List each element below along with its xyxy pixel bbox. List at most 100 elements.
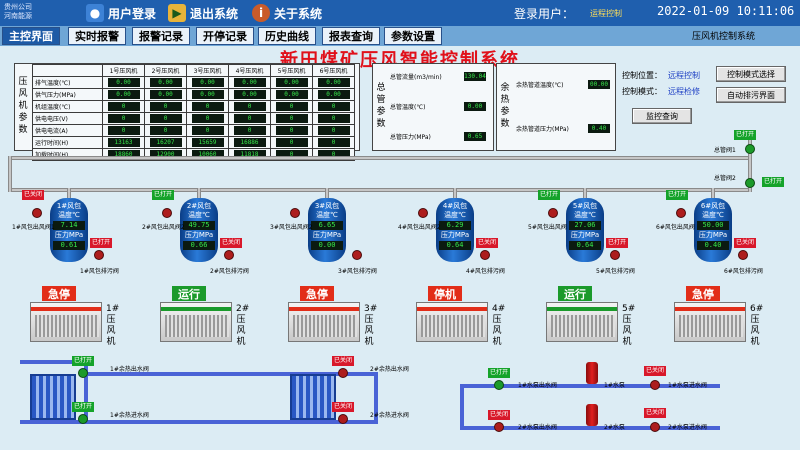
compressor-name: 1#压风机 xyxy=(106,304,120,347)
main-valve-1[interactable] xyxy=(745,144,755,154)
pump-in-valve[interactable] xyxy=(650,422,660,432)
params-value: 0 xyxy=(191,126,224,135)
control-mode-select-button[interactable]: 控制模式选择 xyxy=(716,66,786,82)
compressor-name: 4#压风机 xyxy=(492,304,506,347)
tab-main-control[interactable]: 主控界面 xyxy=(2,27,60,45)
params-row-label: 供电电流(A) xyxy=(32,124,103,137)
params-cell: 0 xyxy=(102,100,145,113)
params-cell: 0 xyxy=(312,124,355,137)
params-value: 0 xyxy=(317,138,350,147)
user-login-button[interactable]: ● 用户登录 xyxy=(86,3,156,23)
main-pipe-value: 0.65 xyxy=(464,132,486,141)
params-cell: 0 xyxy=(270,112,313,125)
tank-drain-valve[interactable] xyxy=(480,250,490,260)
params-cell: 0 xyxy=(312,100,355,113)
compressor-status-badge: 急停 xyxy=(686,286,720,301)
heat-out-valve-label: 1#余热出水阀 xyxy=(110,366,149,373)
compressor-grill xyxy=(165,315,229,337)
params-value: 0.00 xyxy=(275,78,308,87)
water-pipe-1-riser xyxy=(84,360,88,424)
water-pump[interactable] xyxy=(586,404,598,426)
params-row-label: 排气温度(℃) xyxy=(32,76,103,89)
pump-label: 2#水泵 xyxy=(604,424,625,431)
tank-outlet-valve-label: 2#风包出风阀2 xyxy=(142,224,185,231)
pump-in-valve[interactable] xyxy=(650,380,660,390)
heat-exchanger xyxy=(30,374,76,420)
params-value: 0 xyxy=(275,150,308,159)
heat-in-valve[interactable] xyxy=(338,414,348,424)
main-valve-2[interactable] xyxy=(745,178,755,188)
compressor-unit[interactable] xyxy=(416,302,488,342)
compressor-status-stripe xyxy=(289,307,359,311)
tank-outlet-valve-label: 6#风包出风阀 xyxy=(656,224,695,231)
params-value: 0 xyxy=(191,102,224,111)
main-pipe-label: 总管压力(MPa) xyxy=(390,134,431,141)
datetime: 2022-01-09 10:11:06 xyxy=(657,4,795,18)
tank-drain-valve[interactable] xyxy=(738,250,748,260)
params-cell: 0.00 xyxy=(228,88,271,101)
compressor-unit[interactable] xyxy=(674,302,746,342)
tank-press-value: 0.00 xyxy=(311,241,343,250)
compressor-grill xyxy=(679,315,743,337)
tank-drain-valve[interactable] xyxy=(94,250,104,260)
tank-drain-valve[interactable] xyxy=(352,250,362,260)
tank-drain-valve-label: 1#风包排污阀 xyxy=(80,268,119,275)
tab-history-curve[interactable]: 历史曲线 xyxy=(258,27,316,45)
tank-temp-value: 6.29 xyxy=(439,221,471,230)
compressor-unit[interactable] xyxy=(288,302,360,342)
heat-in-valve-state: 已打开 xyxy=(72,402,95,412)
unit-air-riser xyxy=(711,188,715,202)
tank-temp-value: 6.65 xyxy=(311,221,343,230)
heat-in-valve[interactable] xyxy=(78,414,88,424)
params-value: 0.00 xyxy=(317,90,350,99)
about-system-button[interactable]: i 关于系统 xyxy=(252,3,322,23)
params-value: 0.00 xyxy=(107,90,140,99)
water-pump[interactable] xyxy=(586,362,598,384)
tank-drain-valve[interactable] xyxy=(224,250,234,260)
tab-realtime-alarm[interactable]: 实时报警 xyxy=(68,27,126,45)
tank-outlet-valve[interactable] xyxy=(32,208,42,218)
pump-in-valve-label: 2#水泵进水阀 xyxy=(668,424,707,431)
tank-outlet-valve[interactable] xyxy=(676,208,686,218)
tank-outlet-valve[interactable] xyxy=(290,208,300,218)
main-air-pipe-upper xyxy=(8,156,752,160)
compressor-params-side-label: 压风机参数 xyxy=(18,77,28,135)
compressor-unit[interactable] xyxy=(160,302,232,342)
heat-in-valve-label: 1#余热进水阀 xyxy=(110,412,149,419)
tank-outlet-valve-state: 已关闭 xyxy=(22,190,45,200)
heat-out-valve[interactable] xyxy=(78,368,88,378)
tank-press-value: 0.64 xyxy=(569,241,601,250)
heat-out-valve[interactable] xyxy=(338,368,348,378)
tab-param-settings[interactable]: 参数设置 xyxy=(384,27,442,45)
compressor-unit[interactable] xyxy=(30,302,102,342)
compressor-unit[interactable] xyxy=(546,302,618,342)
tank-outlet-valve[interactable] xyxy=(548,208,558,218)
pump-out-valve-state: 已打开 xyxy=(488,368,511,378)
auto-drain-button[interactable]: 自动排污界面 xyxy=(716,87,786,103)
params-cell: 13163 xyxy=(102,136,145,149)
tank-press-value: 0.40 xyxy=(697,241,729,250)
monitor-query-button[interactable]: 监控查询 xyxy=(632,108,692,124)
logo-line-1: 贵州公司 xyxy=(4,3,32,11)
tab-report-query[interactable]: 报表查询 xyxy=(322,27,380,45)
water-pipe-end-riser xyxy=(374,372,378,424)
compressor-status-stripe xyxy=(31,307,101,311)
compressor-status-badge: 急停 xyxy=(42,286,76,301)
params-cell: 16207 xyxy=(144,136,187,149)
pump-out-valve[interactable] xyxy=(494,422,504,432)
tank-outlet-valve[interactable] xyxy=(418,208,428,218)
tank-temp-label: 温度℃ xyxy=(702,211,724,219)
tank-drain-valve[interactable] xyxy=(610,250,620,260)
params-value: 0 xyxy=(275,126,308,135)
pump-out-valve[interactable] xyxy=(494,380,504,390)
exit-system-button[interactable]: ▶ 退出系统 xyxy=(168,3,238,23)
pump-in-pipe xyxy=(460,426,720,430)
tab-start-stop-log[interactable]: 开停记录 xyxy=(196,27,254,45)
params-header-3: 3号压风机 xyxy=(186,64,229,77)
tank-outlet-valve[interactable] xyxy=(162,208,172,218)
compressor-name: 6#压风机 xyxy=(750,304,764,347)
params-cell: 0 xyxy=(270,124,313,137)
main-pipe-value: 0.00 xyxy=(464,102,486,111)
params-row-label: 供气压力(MPa) xyxy=(32,88,103,101)
tab-alarm-log[interactable]: 报警记录 xyxy=(132,27,190,45)
